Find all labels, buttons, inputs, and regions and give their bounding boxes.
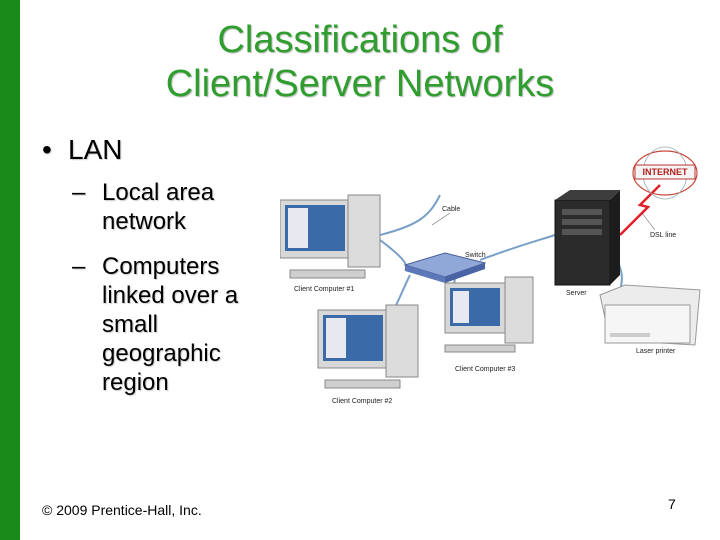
client-computer-1 (280, 194, 381, 279)
server-label: Server (566, 290, 587, 297)
callout-line (431, 212, 451, 226)
internet-globe: INTERNET (632, 146, 698, 200)
accent-bar (0, 0, 20, 540)
lan-diagram: INTERNET (280, 146, 701, 405)
cable-line (379, 239, 408, 271)
title-line-2: Client/Server Networks (165, 63, 555, 105)
sub-bullet-text: Computers linked over a small geographic… (102, 253, 239, 396)
switch-icon (403, 252, 487, 283)
switch-label: Switch (465, 252, 486, 259)
dsl-label: DSL line (650, 232, 676, 239)
dsl-lightning (619, 184, 661, 236)
sub-bullet-text: Local area network (102, 179, 215, 235)
client-computer-2 (317, 304, 419, 389)
page-number: 7 (668, 496, 676, 512)
title-line-1: Classifications of (217, 19, 503, 61)
copyright-footer: © 2009 Prentice-Hall, Inc. (42, 502, 202, 518)
printer-label: Laser printer (636, 348, 676, 355)
bullet-text: LAN (68, 134, 123, 165)
client-3-label: Client Computer #3 (455, 366, 515, 373)
cable-line (379, 194, 441, 236)
cable-label: Cable (442, 206, 460, 213)
bullet-dot: • (42, 134, 52, 165)
client-computer-3 (444, 276, 534, 353)
laser-printer-icon (599, 284, 701, 346)
client-1-label: Client Computer #1 (294, 286, 354, 293)
cable-line (479, 234, 556, 261)
dash-marker: – (72, 253, 86, 280)
internet-label: INTERNET (643, 167, 689, 177)
sub-bullet-local-area: – Local area network (72, 178, 272, 236)
callout-line (641, 212, 656, 231)
bullet-lan: • LAN (42, 134, 122, 166)
sub-bullet-computers: – Computers linked over a small geograph… (72, 252, 272, 397)
server-icon (554, 190, 620, 286)
slide-title: Classifications of Client/Server Network… (60, 18, 660, 106)
client-2-label: Client Computer #2 (332, 398, 392, 405)
dash-marker: – (72, 179, 86, 206)
